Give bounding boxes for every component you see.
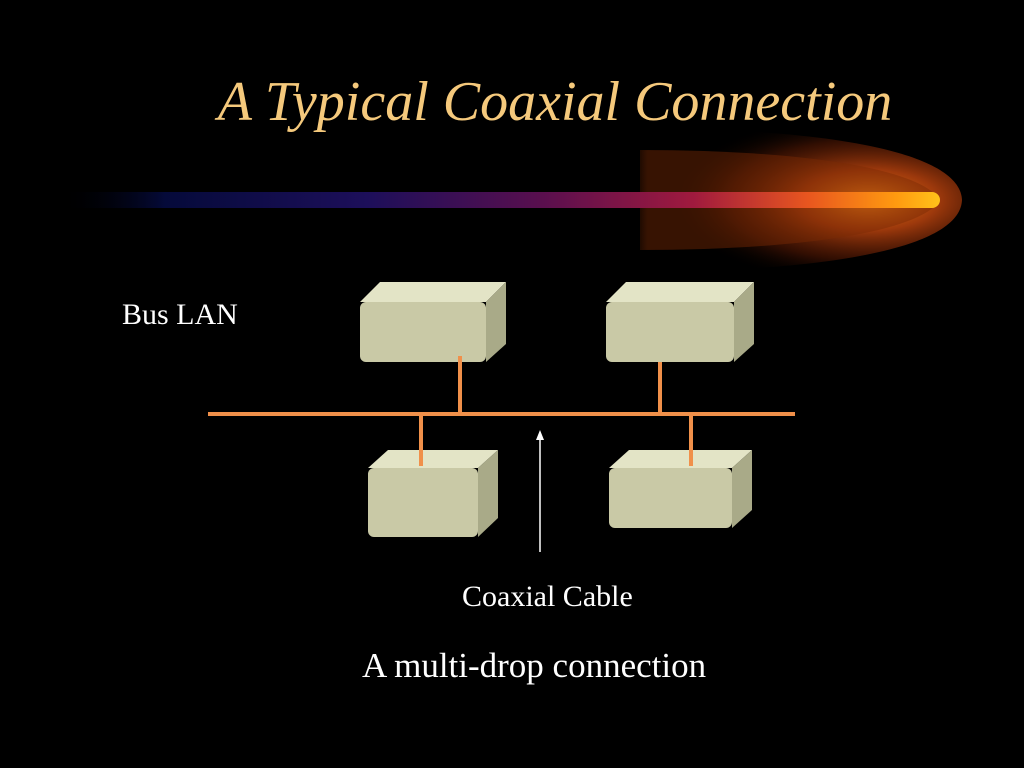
- node-bottom-left: [368, 450, 498, 537]
- slide-caption: A multi-drop connection: [362, 646, 707, 685]
- node-top-left: [360, 282, 506, 362]
- arrow-head: [536, 430, 544, 440]
- bus-lan-label: Bus LAN: [122, 298, 238, 331]
- node-bottom-right: [609, 450, 752, 528]
- node-top-right: [606, 282, 754, 362]
- slide-title: A Typical Coaxial Connection: [217, 71, 893, 133]
- coaxial-cable-label: Coaxial Cable: [462, 580, 633, 613]
